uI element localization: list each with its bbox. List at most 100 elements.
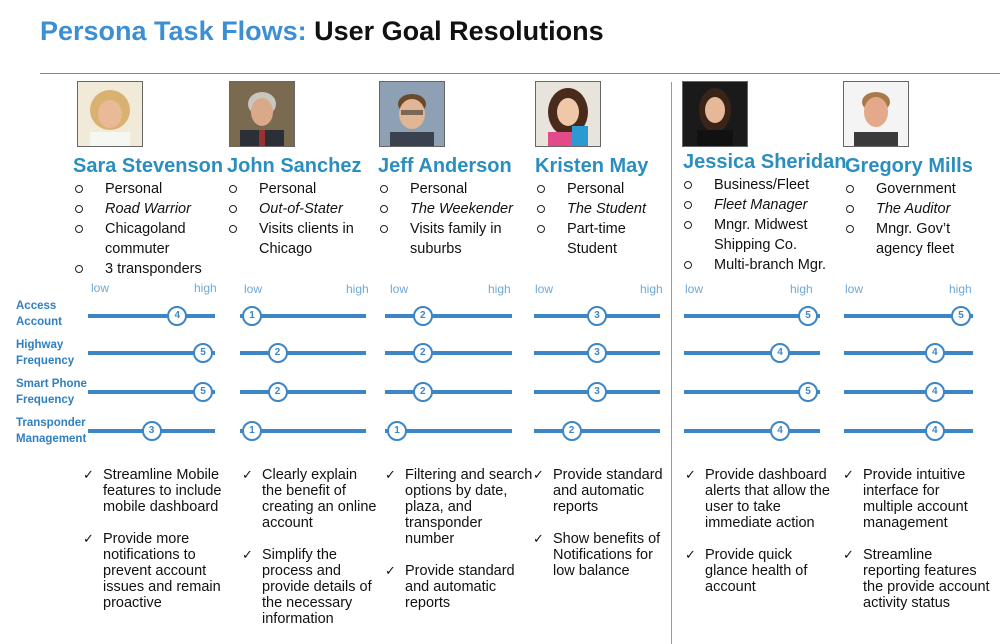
- persona-photo-jessica: [682, 81, 748, 147]
- section-divider: [671, 82, 672, 644]
- slider-track: [534, 429, 660, 433]
- check-icon: ✓: [242, 547, 253, 562]
- check-icon: ✓: [685, 547, 696, 562]
- recommendations-sara: ✓Streamline Mobile features to include m…: [83, 467, 233, 627]
- slider-track: [88, 390, 215, 394]
- recommendations-kristen: ✓Provide standard and automatic reports …: [533, 467, 668, 595]
- check-icon: ✓: [533, 531, 544, 546]
- slider-track: [844, 351, 973, 355]
- slider-track: [844, 390, 973, 394]
- slider-track: [844, 429, 973, 433]
- rating-knob: 5: [951, 306, 971, 326]
- rating-knob: 4: [770, 343, 790, 363]
- scale-high-label: high: [346, 282, 369, 296]
- check-icon: ✓: [385, 563, 396, 578]
- title-main: User Goal Resolutions: [314, 16, 604, 46]
- attribute-item: Fleet Manager: [682, 195, 852, 215]
- recommendations-john: ✓Clearly explain the benefit of creating…: [242, 467, 377, 643]
- attribute-item: The Auditor: [844, 199, 984, 219]
- recommendation-item: ✓Provide quick glance health of account: [685, 547, 808, 595]
- rating-knob: 5: [798, 382, 818, 402]
- persona-attributes-kristen: Personal The Student Part-time Student: [535, 179, 660, 259]
- recommendations-jessica: ✓Provide dashboard alerts that allow the…: [685, 467, 835, 611]
- persona-attributes-john: Personal Out-of-Stater Visits clients in…: [227, 179, 372, 259]
- slider-track: [240, 314, 366, 318]
- rating-knob: 5: [798, 306, 818, 326]
- recommendation-item: ✓Provide intuitive interface for multipl…: [843, 467, 968, 531]
- attribute-item: The Weekender: [378, 199, 528, 219]
- rating-knob: 2: [412, 382, 433, 402]
- scale-low-label: low: [91, 281, 110, 295]
- recommendation-item: ✓Show benefits of Notifications for low …: [533, 531, 661, 579]
- scale-high-label: high: [640, 282, 663, 296]
- attribute-item: Chicagoland commuter: [73, 219, 223, 259]
- persona-name-john: John Sanchez: [227, 155, 362, 177]
- slider-track: [684, 351, 820, 355]
- check-icon: ✓: [83, 467, 94, 482]
- attribute-item: Part-time Student: [535, 219, 660, 259]
- rating-knob: 3: [587, 306, 607, 326]
- slider-track: [385, 314, 512, 318]
- attribute-item: Personal: [535, 179, 660, 199]
- slider-track: [88, 351, 215, 355]
- check-icon: ✓: [242, 467, 253, 482]
- recommendation-item: ✓Streamline reporting features the provi…: [843, 547, 990, 611]
- slider-track: [844, 314, 973, 318]
- recommendation-item: ✓Provide more notifications to prevent a…: [83, 531, 221, 611]
- attribute-item: Mngr. Midwest Shipping Co.: [682, 215, 852, 255]
- check-icon: ✓: [843, 547, 854, 562]
- slider-track: [88, 314, 215, 318]
- attribute-item: 3 transponders: [73, 259, 223, 279]
- rating-knob: 4: [924, 421, 945, 441]
- slider-track: [385, 390, 512, 394]
- persona-photo-kristen: [535, 81, 601, 147]
- attribute-item: Visits family in suburbs: [378, 219, 528, 259]
- recommendation-item: ✓Simplify the process and provide detail…: [242, 547, 372, 627]
- rating-knob: 2: [412, 343, 433, 363]
- rating-knob: 2: [267, 343, 288, 363]
- rating-knob: 2: [561, 421, 582, 441]
- scale-high-label: high: [488, 282, 511, 296]
- attribute-item: Multi-branch Mgr.: [682, 255, 852, 275]
- persona-name-jessica: Jessica Sheridan: [683, 151, 847, 173]
- title-divider: [40, 73, 1000, 74]
- check-icon: ✓: [843, 467, 854, 482]
- attribute-item: Mngr. Gov’t agency fleet: [844, 219, 984, 259]
- recommendation-item: ✓Filtering and search options by date, p…: [385, 467, 533, 547]
- title-accent: Persona Task Flows:: [40, 16, 307, 46]
- persona-name-gregory: Gregory Mills: [845, 155, 973, 177]
- scale-low-label: low: [535, 282, 554, 296]
- check-icon: ✓: [533, 467, 544, 482]
- slider-track: [385, 429, 512, 433]
- scale-high-label: high: [790, 282, 813, 296]
- persona-name-jeff: Jeff Anderson: [378, 155, 512, 177]
- attribute-item: Personal: [378, 179, 528, 199]
- check-icon: ✓: [385, 467, 396, 482]
- slider-track: [684, 390, 820, 394]
- slider-track: [684, 314, 820, 318]
- recommendation-item: ✓Provide standard and automatic reports: [385, 563, 515, 611]
- persona-photo-gregory: [843, 81, 909, 147]
- rating-knob: 4: [167, 306, 188, 326]
- recommendation-item: ✓Streamline Mobile features to include m…: [83, 467, 222, 515]
- slider-track: [385, 351, 512, 355]
- recommendations-gregory: ✓Provide intuitive interface for multipl…: [843, 467, 993, 627]
- persona-attributes-jeff: Personal The Weekender Visits family in …: [378, 179, 528, 259]
- scale-high-label: high: [949, 282, 972, 296]
- scale-low-label: low: [244, 282, 263, 296]
- persona-photo-jeff: [379, 81, 445, 147]
- slider-track: [684, 429, 820, 433]
- persona-name-kristen: Kristen May: [535, 155, 649, 177]
- slider-track: [240, 429, 366, 433]
- attribute-item: Out-of-Stater: [227, 199, 372, 219]
- persona-attributes-gregory: Government The Auditor Mngr. Gov’t agenc…: [844, 179, 984, 259]
- persona-attributes-sara: Personal Road Warrior Chicagoland commut…: [73, 179, 223, 279]
- rating-knob: 5: [193, 382, 213, 402]
- rating-knob: 1: [387, 421, 407, 441]
- attribute-item: Personal: [227, 179, 372, 199]
- rating-knob: 4: [924, 382, 945, 402]
- rating-knob: 4: [924, 343, 945, 363]
- page-title: Persona Task Flows: User Goal Resolution…: [40, 16, 604, 47]
